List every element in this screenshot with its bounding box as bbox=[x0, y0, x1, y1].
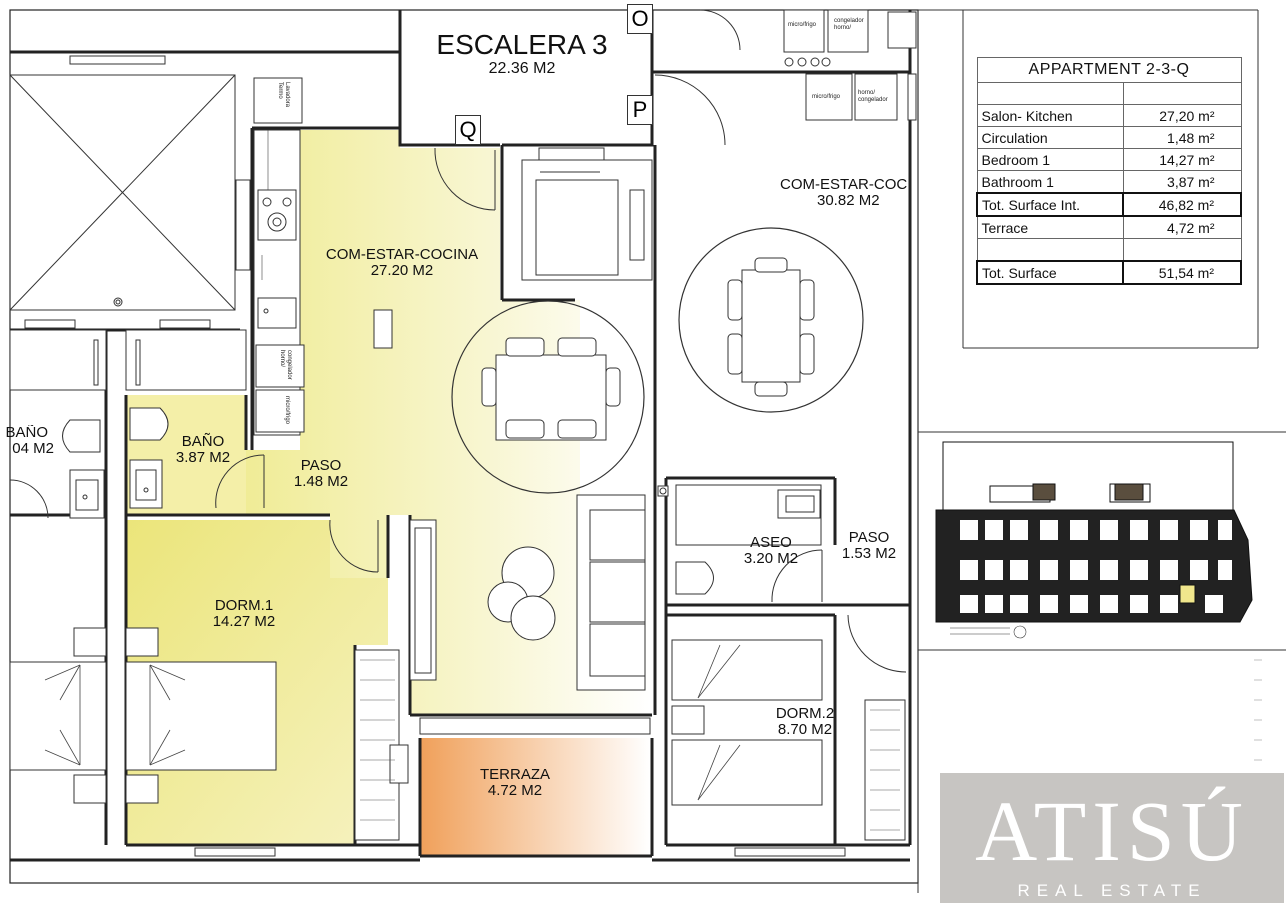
row-value: 3,87 m² bbox=[1122, 170, 1242, 194]
room-name: DORM.2 bbox=[775, 705, 835, 722]
row-label bbox=[976, 238, 1124, 262]
room-area: 30.82 M2 bbox=[817, 191, 880, 209]
row-label: Bedroom 1 bbox=[976, 148, 1124, 171]
room-area: 8.70 M2 bbox=[777, 720, 833, 738]
appliance-label: micro/frigo bbox=[284, 396, 290, 425]
row-label: Circulation bbox=[976, 126, 1124, 149]
row-label: Tot. Surface Int. bbox=[975, 192, 1125, 217]
table-row bbox=[976, 238, 1242, 262]
room-label-hall: PASO 1.48 M2 bbox=[288, 458, 354, 490]
appliance-label: horno/ congelador bbox=[858, 90, 888, 103]
appliance-label: congelador horno/ bbox=[279, 350, 292, 380]
appliance-label: micro/frigo bbox=[788, 22, 817, 28]
logo-title: ATISÚ bbox=[975, 783, 1249, 879]
room-label-hall-right: PASO 1.53 M2 bbox=[836, 530, 902, 562]
stair-letter-p: P bbox=[627, 95, 653, 125]
appliance-label: Lavadora Termo bbox=[277, 82, 290, 108]
room-area: 04 M2 bbox=[12, 439, 54, 457]
table-row-total-interior: Tot. Surface Int.46,82 m² bbox=[975, 192, 1242, 217]
row-label: Bathroom 1 bbox=[976, 170, 1124, 194]
row-value: 27,20 m² bbox=[1122, 104, 1242, 127]
room-label-bedroom-2: DORM.2 8.70 M2 bbox=[768, 706, 842, 738]
brand-logo: ATISÚ REAL ESTATE bbox=[940, 773, 1284, 903]
room-label-bathroom: BAÑO 3.87 M2 bbox=[170, 434, 236, 466]
room-name: PASO bbox=[848, 529, 890, 546]
room-name: ESCALERA 3 bbox=[436, 29, 608, 60]
room-area: 1.53 M2 bbox=[841, 544, 897, 562]
room-label-escalera: ESCALERA 3 22.36 M2 bbox=[430, 30, 614, 78]
room-name: BAÑO bbox=[5, 425, 48, 441]
room-name: TERRAZA bbox=[479, 766, 550, 783]
room-name: BAÑO bbox=[181, 433, 225, 450]
room-area: 4.72 M2 bbox=[487, 781, 543, 799]
row-value: 4,72 m² bbox=[1122, 215, 1242, 239]
room-label-toilet: ASEO 3.20 M2 bbox=[736, 535, 806, 567]
row-value: 1,48 m² bbox=[1122, 126, 1242, 149]
room-area: 22.36 M2 bbox=[488, 60, 556, 78]
stair-letter-q: Q bbox=[455, 115, 481, 145]
row-value bbox=[1122, 238, 1242, 262]
room-label-terrace: TERRAZA 4.72 M2 bbox=[472, 767, 558, 799]
row-label bbox=[976, 82, 1124, 105]
room-area: 27.20 M2 bbox=[370, 261, 434, 279]
room-area: 3.87 M2 bbox=[175, 448, 231, 466]
room-area: 3.20 M2 bbox=[743, 549, 799, 567]
logo-subtitle: REAL ESTATE bbox=[1017, 881, 1207, 900]
table-row bbox=[976, 82, 1242, 105]
room-name: ASEO bbox=[750, 534, 792, 551]
room-label-living-right: COM-ESTAR-COC 30.82 M2 bbox=[780, 177, 920, 209]
appliance-label: micro/frigo bbox=[812, 94, 841, 100]
room-name: COM-ESTAR-COCINA bbox=[325, 246, 479, 263]
row-value: 51,54 m² bbox=[1122, 260, 1242, 285]
row-value: 46,82 m² bbox=[1122, 192, 1242, 217]
room-label-living: COM-ESTAR-COCINA 27.20 M2 bbox=[312, 247, 492, 279]
terrace-fill bbox=[420, 738, 650, 856]
room-name: DORM.1 bbox=[214, 597, 274, 614]
appliance-label: congelador horno/ bbox=[834, 18, 864, 31]
row-value: 14,27 m² bbox=[1122, 148, 1242, 171]
room-name: PASO bbox=[300, 457, 342, 474]
room-label-bathroom-left: BAÑO 04 M2 bbox=[0, 425, 56, 457]
stair-letter-o: O bbox=[627, 4, 653, 34]
room-area: 14.27 M2 bbox=[212, 612, 276, 630]
surface-table-title: APPARTMENT 2-3-Q bbox=[976, 57, 1242, 83]
row-label: Terrace bbox=[976, 215, 1124, 239]
room-label-bedroom-1: DORM.1 14.27 M2 bbox=[204, 598, 284, 630]
row-label: Tot. Surface bbox=[975, 260, 1125, 285]
row-value bbox=[1122, 82, 1242, 105]
row-label: Salon- Kitchen bbox=[976, 104, 1124, 127]
room-area: 1.48 M2 bbox=[293, 472, 349, 490]
room-name: COM-ESTAR-COC bbox=[780, 177, 908, 193]
